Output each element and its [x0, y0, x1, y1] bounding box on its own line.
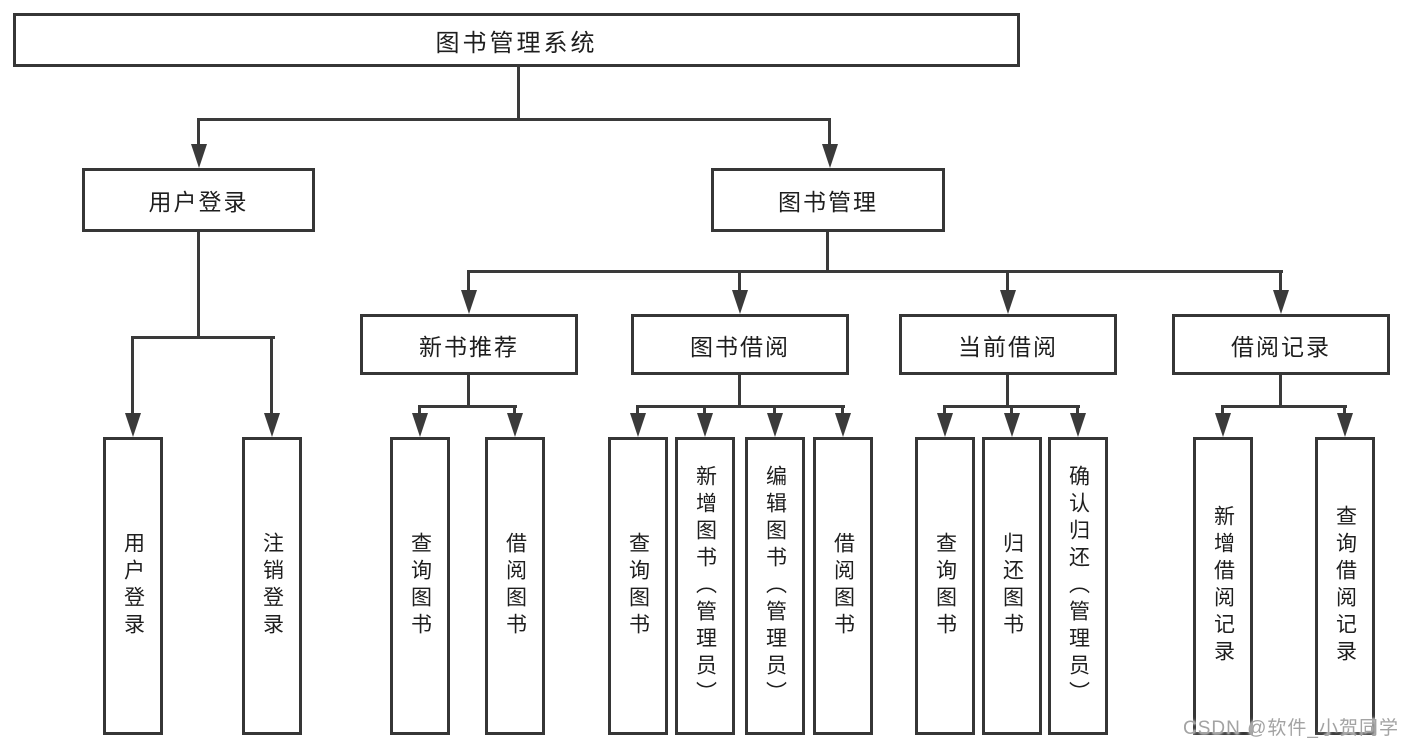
leaf-borrowing-query-books: 查询图书	[608, 437, 668, 735]
node-root-label: 图书管理系统	[435, 29, 598, 57]
leaf-return-books-label: 归还图书	[1000, 532, 1024, 640]
connector-user-login-stem	[197, 232, 200, 338]
leaf-query-borrow-record-label: 查询借阅记录	[1333, 505, 1357, 667]
connector-drop-recommend-borrow	[513, 405, 516, 415]
connector-drop-edit-books	[773, 405, 776, 415]
connector-new-book-recommend-branch	[418, 405, 517, 408]
leaf-borrowing-borrow-books-label: 借阅图书	[831, 532, 855, 640]
arrowhead-borrowing-records	[1273, 290, 1289, 314]
node-root: 图书管理系统	[13, 13, 1020, 67]
csdn-watermark: CSDN @软件_小贺同学	[1183, 718, 1399, 739]
connector-drop-query-record	[1343, 405, 1346, 415]
connector-drop-book-borrowing	[738, 270, 741, 292]
leaf-recommend-query-books: 查询图书	[390, 437, 450, 735]
leaf-user-login: 用户登录	[103, 437, 163, 735]
leaf-logout: 注销登录	[242, 437, 302, 735]
connector-root-stem	[517, 67, 520, 119]
connector-book-borrowing-branch	[636, 405, 845, 408]
leaf-borrowing-borrow-books: 借阅图书	[813, 437, 873, 735]
connector-drop-current-query	[943, 405, 946, 415]
arrowhead-borrowing-query	[630, 413, 646, 437]
arrowhead-user-login	[191, 144, 207, 168]
node-book-borrowing-label: 图书借阅	[690, 333, 790, 360]
arrowhead-confirm-return	[1070, 413, 1086, 437]
leaf-edit-books-admin-label: 编辑图书（管理员）	[763, 464, 787, 708]
connector-current-borrowing-stem	[1006, 375, 1009, 407]
arrowhead-edit-books	[767, 413, 783, 437]
node-borrowing-records-label: 借阅记录	[1231, 333, 1331, 360]
connector-drop-return-books	[1010, 405, 1013, 415]
arrowhead-recommend-borrow	[507, 413, 523, 437]
connector-drop-add-record	[1221, 405, 1224, 415]
leaf-recommend-borrow-books: 借阅图书	[485, 437, 545, 735]
leaf-add-books-admin-label: 新增图书（管理员）	[693, 464, 717, 708]
node-current-borrowing: 当前借阅	[899, 314, 1117, 375]
connector-drop-current-borrowing	[1006, 270, 1009, 292]
connector-book-management-branch	[467, 270, 1283, 273]
node-book-management: 图书管理	[711, 168, 945, 232]
node-book-management-label: 图书管理	[778, 189, 878, 215]
arrowhead-current-borrowing	[1000, 290, 1016, 314]
leaf-return-books: 归还图书	[982, 437, 1042, 735]
connector-book-management-stem	[826, 232, 829, 272]
arrowhead-book-borrowing	[732, 290, 748, 314]
connector-drop-borrowing-query	[636, 405, 639, 415]
leaf-logout-label: 注销登录	[260, 532, 284, 640]
connector-drop-recommend-query	[418, 405, 421, 415]
connector-drop-confirm-return	[1076, 405, 1079, 415]
leaf-current-query-books: 查询图书	[915, 437, 975, 735]
node-new-book-recommend: 新书推荐	[360, 314, 578, 375]
connector-borrowing-records-stem	[1279, 375, 1282, 407]
leaf-edit-books-admin: 编辑图书（管理员）	[745, 437, 805, 735]
connector-book-borrowing-stem	[738, 375, 741, 407]
node-new-book-recommend-label: 新书推荐	[419, 333, 519, 360]
leaf-current-query-books-label: 查询图书	[933, 532, 957, 640]
arrowhead-new-book-recommend	[461, 290, 477, 314]
arrowhead-add-books	[697, 413, 713, 437]
node-book-borrowing: 图书借阅	[631, 314, 849, 375]
arrowhead-leaf-user-login	[125, 413, 141, 437]
connector-borrowing-records-branch	[1221, 405, 1347, 408]
leaf-borrowing-query-books-label: 查询图书	[626, 532, 650, 640]
leaf-query-borrow-record: 查询借阅记录	[1315, 437, 1375, 735]
connector-root-drop-book-management	[828, 118, 831, 148]
arrowhead-borrowing-borrow	[835, 413, 851, 437]
connector-drop-leaf-logout	[270, 336, 273, 415]
arrowhead-query-record	[1337, 413, 1353, 437]
leaf-recommend-borrow-books-label: 借阅图书	[503, 532, 527, 640]
leaf-add-borrow-record-label: 新增借阅记录	[1211, 505, 1235, 667]
node-user-login-label: 用户登录	[148, 189, 249, 215]
leaf-recommend-query-books-label: 查询图书	[408, 532, 432, 640]
leaf-user-login-label: 用户登录	[121, 532, 145, 640]
node-borrowing-records: 借阅记录	[1172, 314, 1390, 375]
connector-drop-borrowing-borrow	[841, 405, 844, 415]
connector-user-login-branch	[131, 336, 275, 339]
leaf-add-books-admin: 新增图书（管理员）	[675, 437, 735, 735]
leaf-confirm-return-admin: 确认归还（管理员）	[1048, 437, 1108, 735]
arrowhead-recommend-query	[412, 413, 428, 437]
connector-drop-borrowing-records	[1279, 270, 1282, 292]
connector-new-book-recommend-stem	[467, 375, 470, 407]
leaf-confirm-return-admin-label: 确认归还（管理员）	[1066, 464, 1090, 708]
node-current-borrowing-label: 当前借阅	[958, 333, 1058, 360]
connector-drop-add-books	[703, 405, 706, 415]
connector-drop-leaf-user-login	[131, 336, 134, 415]
arrowhead-book-management	[822, 144, 838, 168]
arrowhead-leaf-logout	[264, 413, 280, 437]
arrowhead-current-query	[937, 413, 953, 437]
connector-drop-new-book-recommend	[467, 270, 470, 292]
arrowhead-add-record	[1215, 413, 1231, 437]
connector-root-branch	[197, 118, 831, 121]
arrowhead-return-books	[1004, 413, 1020, 437]
connector-root-drop-user-login	[197, 118, 200, 148]
node-user-login: 用户登录	[82, 168, 315, 232]
leaf-add-borrow-record: 新增借阅记录	[1193, 437, 1253, 735]
